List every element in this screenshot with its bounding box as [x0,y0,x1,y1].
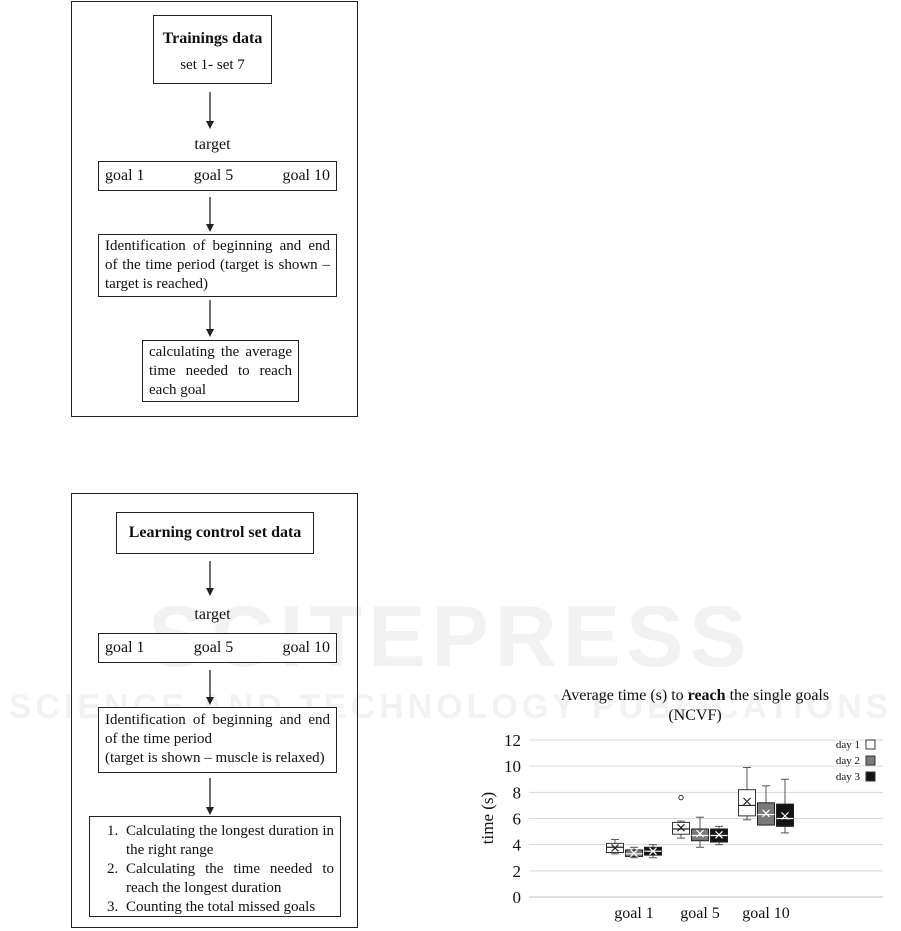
list-item: Calculating the longest duration in the … [122,822,334,860]
legend-swatch [865,771,876,782]
mean-marker [649,847,657,856]
y-tick-label: 2 [513,862,522,881]
goal-label: goal 5 [193,167,234,184]
learning-steps-box: Calculating the longest duration in the … [89,816,341,917]
y-tick-label: 0 [513,888,522,907]
identification-text: Identification of beginning and end of t… [105,238,330,292]
y-axis-label: time (s) [478,792,497,844]
legend-label: day 3 [836,771,861,783]
arrow-down-icon [206,561,214,596]
x-tick-label: goal 10 [742,905,790,922]
mean-marker [696,829,704,838]
learning-title-box: Learning control set data [116,512,314,554]
mean-marker [781,811,789,820]
legend-label: day 1 [836,739,860,751]
goal-label: goal 1 [105,167,145,184]
goal-label: goal 5 [193,639,234,656]
mean-marker [762,809,770,818]
trainings-subtitle: set 1- set 7 [180,57,245,73]
legend-label: day 2 [836,755,860,767]
y-tick-label: 4 [513,836,522,855]
identification-condition: (target is shown – muscle is relaxed) [105,750,325,766]
mean-marker [743,797,751,806]
trainings-identification-box: Identification of beginning and end of t… [98,234,337,297]
legend-swatch [865,739,876,750]
x-tick-label: goal 5 [680,905,720,922]
identification-text: Identification of beginning and end of t… [105,712,330,747]
y-tick-label: 6 [513,810,522,829]
list-item: Counting the total missed goals [122,898,334,917]
goal-label: goal 10 [282,639,330,656]
legend-swatch [865,755,876,766]
goal-label: goal 1 [105,639,145,656]
arrow-down-icon [206,778,214,815]
arrow-down-icon [206,300,214,337]
list-item: Calculating the time needed to reach the… [122,860,334,898]
trainings-target-label: target [194,136,231,153]
trainings-average-box: calculating the average time needed to r… [142,340,299,402]
mean-marker [630,849,638,858]
average-text: calculating the average time needed to r… [149,344,292,398]
box [691,828,709,842]
trainings-title-box: Trainings data set 1- set 7 [153,15,272,84]
learning-steps-list: Calculating the longest duration in the … [90,822,334,917]
x-tick-label: goal 1 [614,905,654,922]
chart-subtitle: (NCVF) [668,707,721,724]
learning-diagram-frame [71,493,358,928]
mean-marker [677,823,685,832]
goal-label: goal 10 [282,167,330,184]
trainings-diagram-frame [71,1,358,417]
outlier-point [678,794,684,801]
box-plot-chart: Average time (s) to reach the single goa… [478,687,883,922]
y-tick-label: 12 [504,731,521,750]
box [738,789,756,817]
mean-marker [611,844,619,852]
y-tick-label: 8 [513,783,522,802]
chart-title: Average time (s) to reach the single goa… [561,687,829,704]
learning-target-label: target [194,606,231,623]
trainings-title: Trainings data [162,30,263,47]
learning-title: Learning control set data [128,524,302,541]
arrow-down-icon [206,670,214,705]
learning-identification-box: Identification of beginning and end of t… [98,707,337,773]
learning-goals-box: goal 1 goal 5 goal 10 [98,633,337,663]
y-tick-label: 10 [504,757,521,776]
arrow-down-icon [206,197,214,232]
arrow-down-icon [206,92,214,129]
mean-marker [715,830,723,839]
trainings-goals-box: goal 1 goal 5 goal 10 [98,161,337,191]
